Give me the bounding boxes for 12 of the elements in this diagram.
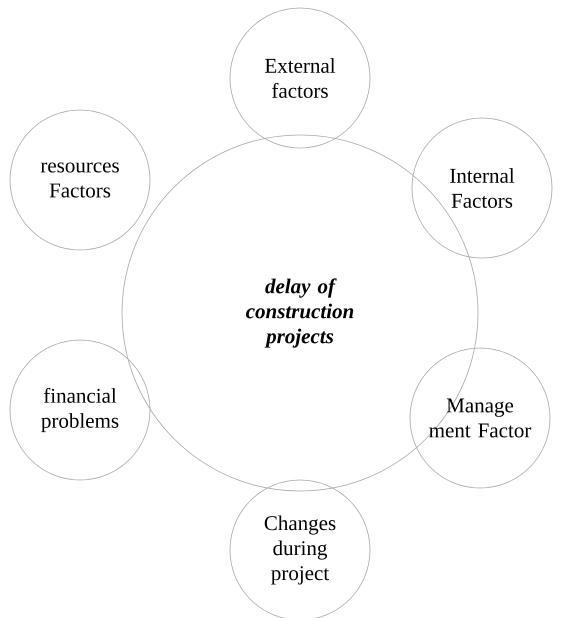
circle [412,118,552,258]
circle-label: resources Factors [40,162,119,198]
circle-label: Internal Factors [450,168,514,208]
circle [10,110,150,250]
circle-label: Manage ment Factor [429,398,532,438]
circle-label: External factors [265,58,336,98]
circle [10,340,150,480]
circle-label: delay of construction projects [246,278,354,348]
circle [410,348,550,488]
circle-label: financial problems [41,388,118,432]
circle-label: Changes during project [264,515,336,585]
circle [230,8,370,148]
